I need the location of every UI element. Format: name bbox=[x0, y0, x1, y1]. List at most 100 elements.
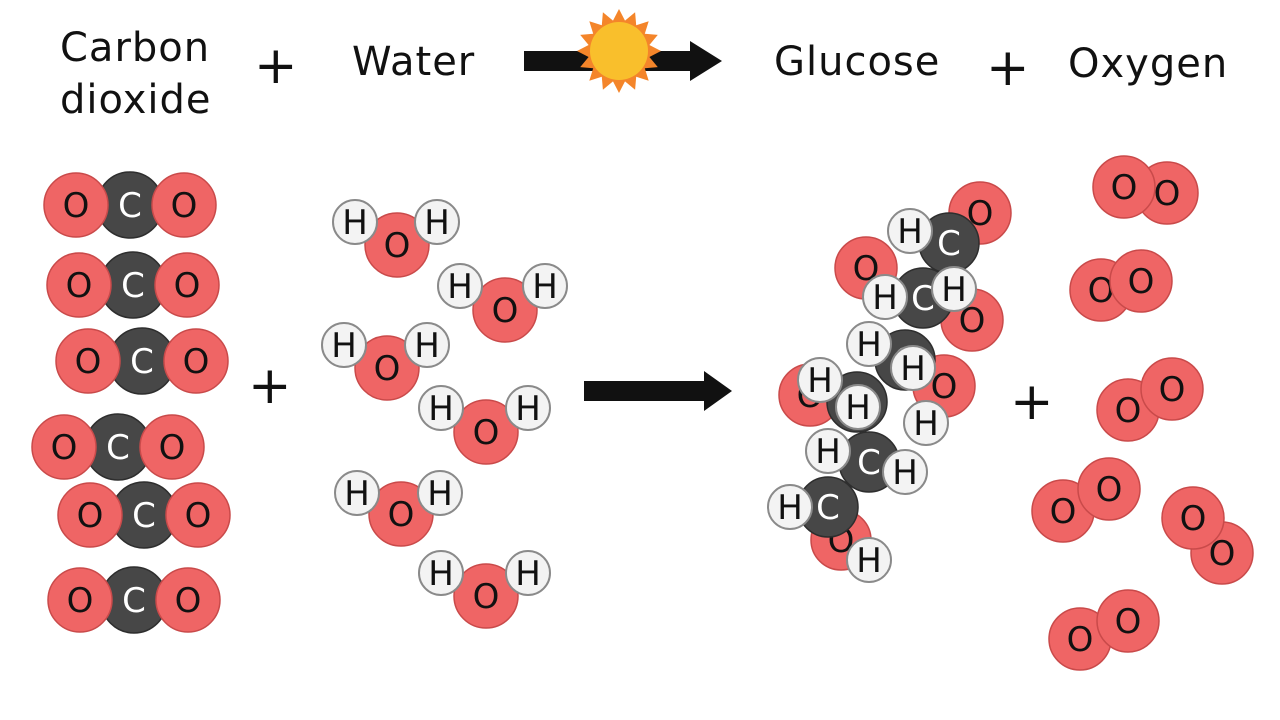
hydrogen-symbol: H bbox=[856, 541, 882, 581]
oxygen-symbol: O bbox=[1115, 602, 1142, 642]
sun-disk bbox=[590, 22, 648, 80]
oxygen-atom: O bbox=[1077, 457, 1141, 521]
hydrogen-symbol: H bbox=[414, 326, 440, 366]
oxygen-symbol: O bbox=[159, 428, 186, 468]
water-molecule: OH H bbox=[418, 385, 551, 465]
oxygen-symbol: O bbox=[1096, 470, 1123, 510]
carbon-atom: C bbox=[100, 566, 168, 634]
oxygen-atom: O bbox=[1109, 249, 1173, 313]
hydrogen-symbol: H bbox=[913, 404, 939, 444]
oxygen-symbol: O bbox=[1115, 391, 1142, 431]
oxygen-symbol: O bbox=[183, 342, 210, 382]
oxygen-symbol: O bbox=[388, 495, 415, 535]
glucose-molecule: OOOOOOCCCCCCHHHHHHHHHHHH bbox=[767, 181, 1012, 583]
hydrogen-symbol: H bbox=[515, 389, 541, 429]
carbon-symbol: C bbox=[121, 266, 145, 306]
carbon-symbol: C bbox=[122, 581, 146, 621]
hydrogen-symbol: H bbox=[845, 388, 871, 428]
oxygen-atom: O bbox=[139, 414, 205, 480]
plus-sign-top-2: + bbox=[986, 38, 1030, 98]
oxygen-atom: O bbox=[47, 567, 113, 633]
carbon-symbol: C bbox=[130, 342, 154, 382]
oxygen-atom: O bbox=[163, 328, 229, 394]
oxygen-atom: O bbox=[57, 482, 123, 548]
oxygen-symbol: O bbox=[473, 413, 500, 453]
oxygen-atom: O bbox=[453, 399, 519, 465]
hydrogen-atom: H bbox=[835, 384, 881, 430]
hydrogen-atom: H bbox=[417, 470, 463, 516]
oxygen-atom: O bbox=[46, 252, 112, 318]
oxygen-symbol: O bbox=[174, 266, 201, 306]
reactant-carbon-dioxide-label: Carbon dioxide bbox=[60, 22, 212, 126]
oxygen-symbol: O bbox=[63, 186, 90, 226]
hydrogen-atom: H bbox=[321, 322, 367, 368]
oxygen-atom: O bbox=[55, 328, 121, 394]
hydrogen-atom: H bbox=[334, 470, 380, 516]
carbon-symbol: C bbox=[857, 443, 881, 483]
hydrogen-symbol: H bbox=[897, 212, 923, 252]
hydrogen-atom: H bbox=[404, 322, 450, 368]
oxygen-atom: O bbox=[31, 414, 97, 480]
hydrogen-symbol: H bbox=[872, 278, 898, 318]
oxygen-symbol: O bbox=[1154, 174, 1181, 214]
hydrogen-atom: H bbox=[805, 428, 851, 474]
water-molecule: OH H bbox=[321, 322, 450, 401]
oxygen-symbol: O bbox=[374, 349, 401, 389]
oxygen-atom: O bbox=[1092, 155, 1156, 219]
hydrogen-symbol: H bbox=[424, 203, 450, 243]
reaction-arrow-icon bbox=[584, 371, 732, 411]
hydrogen-symbol: H bbox=[815, 432, 841, 472]
hydrogen-atom: H bbox=[882, 449, 928, 495]
carbon-atom: C bbox=[110, 481, 178, 549]
oxygen-atom: O bbox=[472, 277, 538, 343]
hydrogen-symbol: H bbox=[515, 554, 541, 594]
oxygen-symbol: O bbox=[1180, 499, 1207, 539]
hydrogen-atom: H bbox=[797, 357, 843, 403]
oxygen-atom: O bbox=[453, 563, 519, 629]
hydrogen-symbol: H bbox=[428, 554, 454, 594]
hydrogen-symbol: H bbox=[892, 453, 918, 493]
carbon-atom: C bbox=[797, 476, 859, 538]
oxygen-symbol: O bbox=[1159, 370, 1186, 410]
carbon-dioxide-molecule: CO O bbox=[55, 327, 229, 395]
oxygen-atom: O bbox=[1096, 589, 1160, 653]
oxygen-symbol: O bbox=[473, 577, 500, 617]
hydrogen-atom: H bbox=[846, 321, 892, 367]
oxygen-molecule: OO bbox=[1161, 486, 1254, 585]
product-glucose-label: Glucose bbox=[774, 39, 941, 85]
oxygen-molecule: OO bbox=[1096, 357, 1204, 442]
oxygen-atom: O bbox=[154, 252, 220, 318]
hydrogen-atom: H bbox=[522, 263, 568, 309]
plus-sign-molecules-1: + bbox=[248, 356, 292, 416]
carbon-atom: C bbox=[108, 327, 176, 395]
hydrogen-symbol: H bbox=[777, 488, 803, 528]
carbon-word: Carbon bbox=[60, 25, 211, 71]
oxygen-atom: O bbox=[151, 172, 217, 238]
hydrogen-symbol: H bbox=[342, 203, 368, 243]
carbon-symbol: C bbox=[106, 428, 130, 468]
carbon-dioxide-molecule: CO O bbox=[47, 566, 221, 634]
oxygen-symbol: O bbox=[67, 581, 94, 621]
hydrogen-atom: H bbox=[903, 400, 949, 446]
hydrogen-atom: H bbox=[414, 199, 460, 245]
hydrogen-atom: H bbox=[418, 550, 464, 596]
oxygen-atom: O bbox=[1140, 357, 1204, 421]
oxygen-atom: O bbox=[354, 335, 420, 401]
hydrogen-atom: H bbox=[890, 345, 936, 391]
hydrogen-atom: H bbox=[418, 385, 464, 431]
carbon-symbol: C bbox=[937, 224, 961, 264]
oxygen-atom: O bbox=[155, 567, 221, 633]
product-oxygen-label: Oxygen bbox=[1068, 41, 1229, 87]
carbon-atom: C bbox=[918, 212, 980, 274]
